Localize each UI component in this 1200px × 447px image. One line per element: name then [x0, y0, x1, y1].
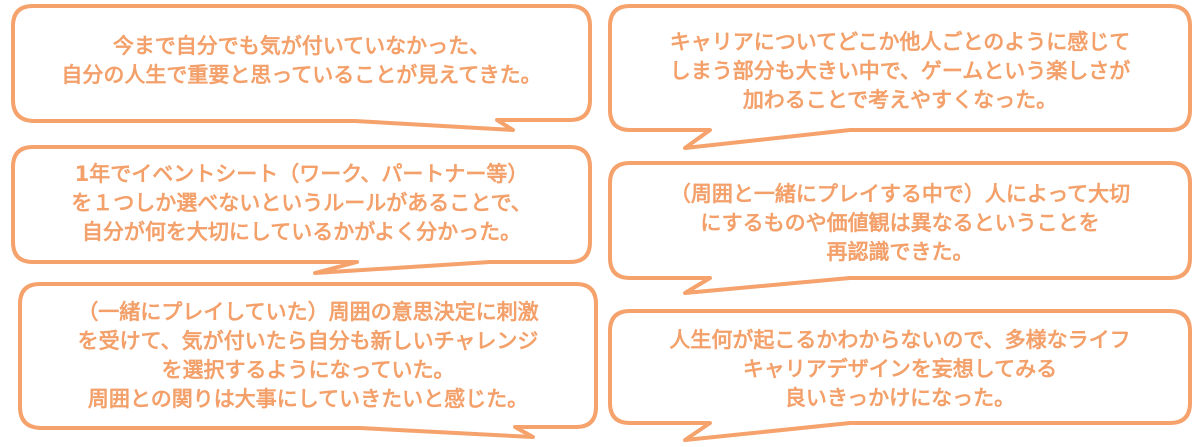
text-line: 自分の人生で重要と思っていることが見えてきた。 [61, 63, 542, 87]
text-line: 良いきっかけになった。 [784, 386, 1016, 410]
text-line: にするものや価値観は異なるということを [700, 211, 1100, 235]
text-line: キャリアについてどこか他人ごとのように感じて [669, 30, 1131, 54]
text-line: 今まで自分でも気が付いていなかった、 [112, 34, 491, 58]
text-line: 1年でイベントシート（ワーク、パートナー等） [74, 162, 529, 186]
bubble-6-text: 人生何が起こるかわからないので、多様なライフ キャリアデザインを妄想してみる 良… [610, 326, 1190, 413]
bubble-3-text: （一緒にプレイしていた）周囲の意思決定に刺激 を受けて、気が付いたら自分も新しい… [20, 298, 596, 414]
bubble-2-text: 1年でイベントシート（ワーク、パートナー等） を１つしか選べないというルールがあ… [13, 160, 590, 247]
text-line: 再認識できた。 [826, 240, 974, 264]
text-line: キャリアデザインを妄想してみる [742, 357, 1058, 381]
speech-bubble-2 [11, 145, 592, 275]
text-line: （周囲と一緒にプレイする中で）人によって大切 [669, 182, 1131, 206]
text-line: 周囲との関りは大事にしていきたいと感じた。 [87, 387, 529, 411]
text-line: を１つしか選べないというルールがあることで、 [71, 191, 532, 215]
speech-bubble-1 [11, 4, 592, 132]
text-line: 自分が何を大切にしているかがよく分かった。 [81, 220, 522, 244]
text-line: 加わることで考えやすくなった。 [742, 88, 1058, 112]
text-line: を受けて、気が付いたら自分も新しいチャレンジ [77, 329, 539, 353]
speech-bubble-6 [608, 309, 1192, 442]
bubble-4-text: キャリアについてどこか他人ごとのように感じて しまう部分も大きい中で、ゲームとい… [610, 28, 1190, 115]
speech-bubble-3 [18, 282, 598, 439]
text-line: しまう部分も大きい中で、ゲームという楽しさが [669, 59, 1131, 83]
text-line: 人生何が起こるかわからないので、多様なライフ [669, 328, 1131, 352]
text-line: を選択するようになっていた。 [161, 358, 455, 382]
bubble-5-text: （周囲と一緒にプレイする中で）人によって大切 にするものや価値観は異なるというこ… [610, 180, 1190, 267]
text-line: （一緒にプレイしていた）周囲の意思決定に刺激 [77, 300, 539, 324]
bubble-1-text: 今まで自分でも気が付いていなかった、 自分の人生で重要と思っていることが見えてき… [13, 32, 590, 90]
speech-bubble-5 [608, 161, 1192, 295]
speech-bubble-4 [608, 4, 1192, 150]
